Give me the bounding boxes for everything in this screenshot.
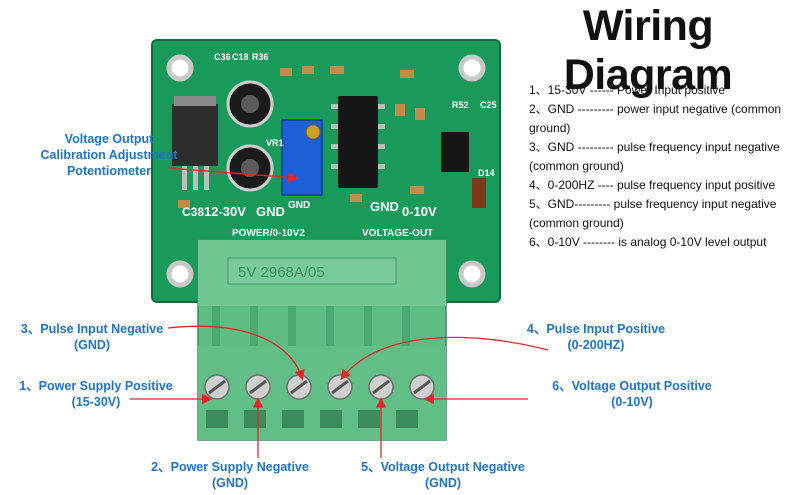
header-strip (212, 224, 440, 240)
callout-pin6-line2: (0-10V) (611, 395, 653, 409)
arrow-pin3 (167, 325, 305, 381)
diagram-title: Wiring Diagram (563, 2, 733, 99)
terminal-screw-4 (327, 374, 353, 400)
terminal-screw-6 (409, 374, 435, 400)
mounting-hole-tl (166, 54, 194, 82)
mounting-hole-bl (166, 260, 194, 288)
label-vr1: VR1 (266, 138, 284, 148)
pin-description-1: 1、15-30V ------ Power Input positive (529, 83, 726, 97)
pin-description-6: 6、0-10V -------- is analog 0-10V level o… (529, 235, 767, 249)
arrow-pin4 (340, 336, 549, 381)
label-r52: R52 (452, 100, 469, 110)
label-12-30v: 12-30V (204, 204, 246, 219)
terminal-screw-3 (286, 374, 312, 400)
diode-d14 (472, 178, 486, 208)
pin-description-list: 1、15-30V ------ Power Input positive 2、G… (529, 81, 797, 252)
terminal-block: 5V 2968A/05 (197, 239, 447, 441)
label-r36: R36 (252, 52, 269, 62)
voltage-regulator (172, 104, 218, 166)
capacitor-ec8 (226, 80, 274, 128)
callout-pin2: 2、Power Supply Negative (GND) (136, 459, 324, 491)
callout-pin4-line2: (0-200HZ) (567, 338, 625, 352)
label-c18: C18 (232, 52, 249, 62)
terminal-screw-5 (368, 374, 394, 400)
mounting-hole-br (458, 260, 486, 288)
callout-pin1-line2: (15-30V) (71, 395, 121, 409)
callout-pin6: 6、Voltage Output Positive (0-10V) (534, 378, 730, 410)
callout-pin6-line1: 6、Voltage Output Positive (552, 379, 712, 393)
pin-description-2: 2、GND --------- power input negative (co… (529, 102, 782, 135)
callout-potentiometer-line2: Calibration Adjustment (40, 148, 178, 162)
potentiometer-screw (305, 124, 321, 140)
ic-main (338, 96, 378, 188)
pin-description-4: 4、0-200HZ ---- pulse frequency input pos… (529, 178, 776, 192)
callout-arrows (130, 167, 549, 458)
mounting-holes (166, 54, 486, 288)
callout-pin5-line2: (GND) (424, 476, 462, 490)
callout-pin4-line1: 4、Pulse Input Positive (526, 322, 666, 336)
label-voltage-out: VOLTAGE-OUT (362, 228, 433, 239)
terminal-screw-1 (204, 374, 230, 400)
label-power-0-10v2: POWER/0-10V2 (232, 228, 305, 239)
pin-description-5: 5、GND--------- pulse frequency input neg… (529, 197, 777, 230)
label-d14: D14 (478, 168, 495, 178)
callout-potentiometer-line3: Potentiometer (66, 164, 152, 178)
label-gnd-pot: GND (288, 200, 310, 211)
callout-pin5: 5、Voltage Output Negative (GND) (345, 459, 541, 491)
terminal-screws (204, 374, 435, 400)
callout-pin5-line1: 5、Voltage Output Negative (361, 460, 525, 474)
callout-pin2-line1: 2、Power Supply Negative (151, 460, 309, 474)
callout-pin1-line1: 1、Power Supply Positive (19, 379, 173, 393)
callout-pin1: 1、Power Supply Positive (15-30V) (2, 378, 190, 410)
capacitor-ec7 (226, 144, 274, 192)
arrow-potentiometer (167, 167, 299, 183)
label-0-10v-board: 0-10V (402, 204, 437, 219)
pin-description-3: 3、GND --------- pulse frequency input ne… (529, 140, 780, 173)
ic-secondary (441, 132, 469, 172)
label-c36: C36 (214, 52, 231, 62)
mounting-hole-tr (458, 54, 486, 82)
callout-potentiometer: Voltage Output Calibration Adjustment Po… (30, 131, 188, 179)
terminal-print: 5V 2968A/05 (238, 264, 325, 281)
smd-components (178, 66, 425, 208)
label-c25: C25 (480, 100, 497, 110)
callout-pin3-line2: (GND) (73, 338, 111, 352)
label-gnd-left: GND (256, 204, 285, 219)
terminal-screw-2 (245, 374, 271, 400)
callout-pin2-line2: (GND) (211, 476, 249, 490)
callout-pin4: 4、Pulse Input Positive (0-200HZ) (510, 321, 682, 353)
callout-pin3: 3、Pulse Input Negative (GND) (6, 321, 178, 353)
terminal-print-area (227, 257, 397, 285)
callout-potentiometer-line1: Voltage Output (64, 132, 154, 146)
label-gnd-right: GND (370, 199, 399, 214)
label-c38: C38 (182, 205, 204, 219)
callout-pin3-line1: 3、Pulse Input Negative (20, 322, 164, 336)
